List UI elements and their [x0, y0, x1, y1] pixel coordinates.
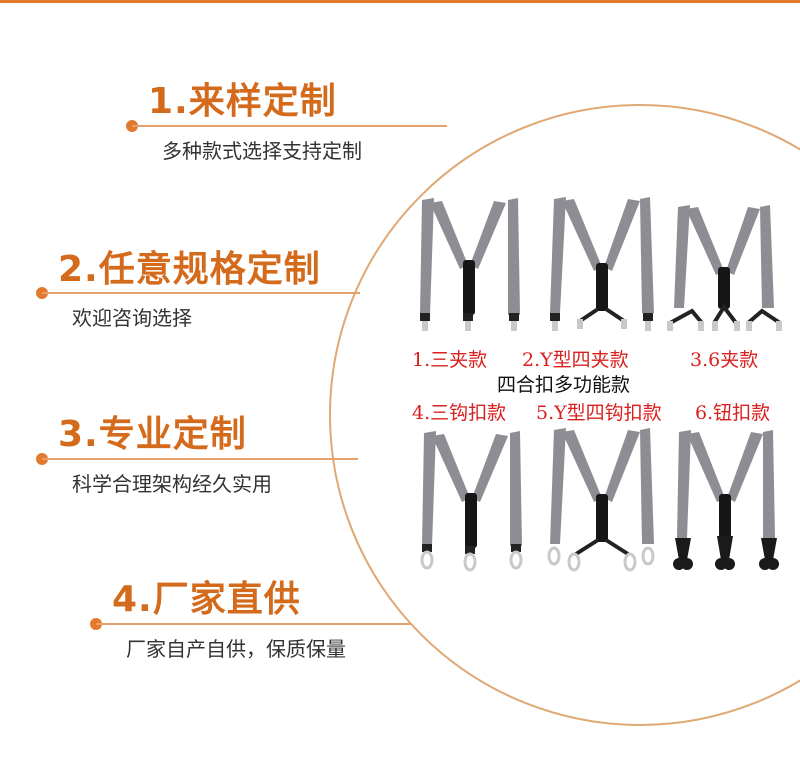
feature-4-line	[96, 623, 411, 625]
feature-2-title: 2.任意规格定制	[58, 249, 321, 290]
product-label-5: 5.Y型四钩扣款	[536, 402, 662, 424]
suspender-y-4-hook-icon	[547, 428, 655, 572]
product-label-2: 2.Y型四夹款	[522, 349, 629, 371]
feature-3-line	[42, 458, 358, 460]
product-middle-label: 四合扣多功能款	[497, 374, 631, 396]
feature-3-title: 3.专业定制	[58, 414, 247, 455]
suspender-6-clip-icon	[667, 205, 782, 331]
feature-1-title: 1.来样定制	[148, 81, 337, 122]
product-label-6: 6.钮扣款	[695, 402, 771, 424]
product-label-3: 3.6夹款	[690, 349, 759, 371]
product-label-4: 4.三钩扣款	[412, 402, 507, 424]
product-label-1: 1.三夹款	[412, 349, 488, 371]
suspender-3-clip-icon	[420, 198, 520, 331]
feature-2-line	[42, 292, 360, 294]
feature-2-desc: 欢迎咨询选择	[72, 306, 192, 330]
feature-4-desc: 厂家自产自供，保质保量	[126, 637, 346, 661]
feature-1-line	[132, 125, 447, 127]
suspender-3-hook-icon	[420, 431, 523, 572]
feature-3-desc: 科学合理架构经久实用	[72, 472, 272, 496]
top-accent-rule	[0, 0, 800, 3]
feature-1-desc: 多种款式选择支持定制	[162, 139, 362, 163]
feature-4-title: 4.厂家直供	[112, 579, 301, 620]
suspender-button-icon	[673, 430, 779, 570]
suspender-y-4-clip-icon	[550, 197, 654, 331]
